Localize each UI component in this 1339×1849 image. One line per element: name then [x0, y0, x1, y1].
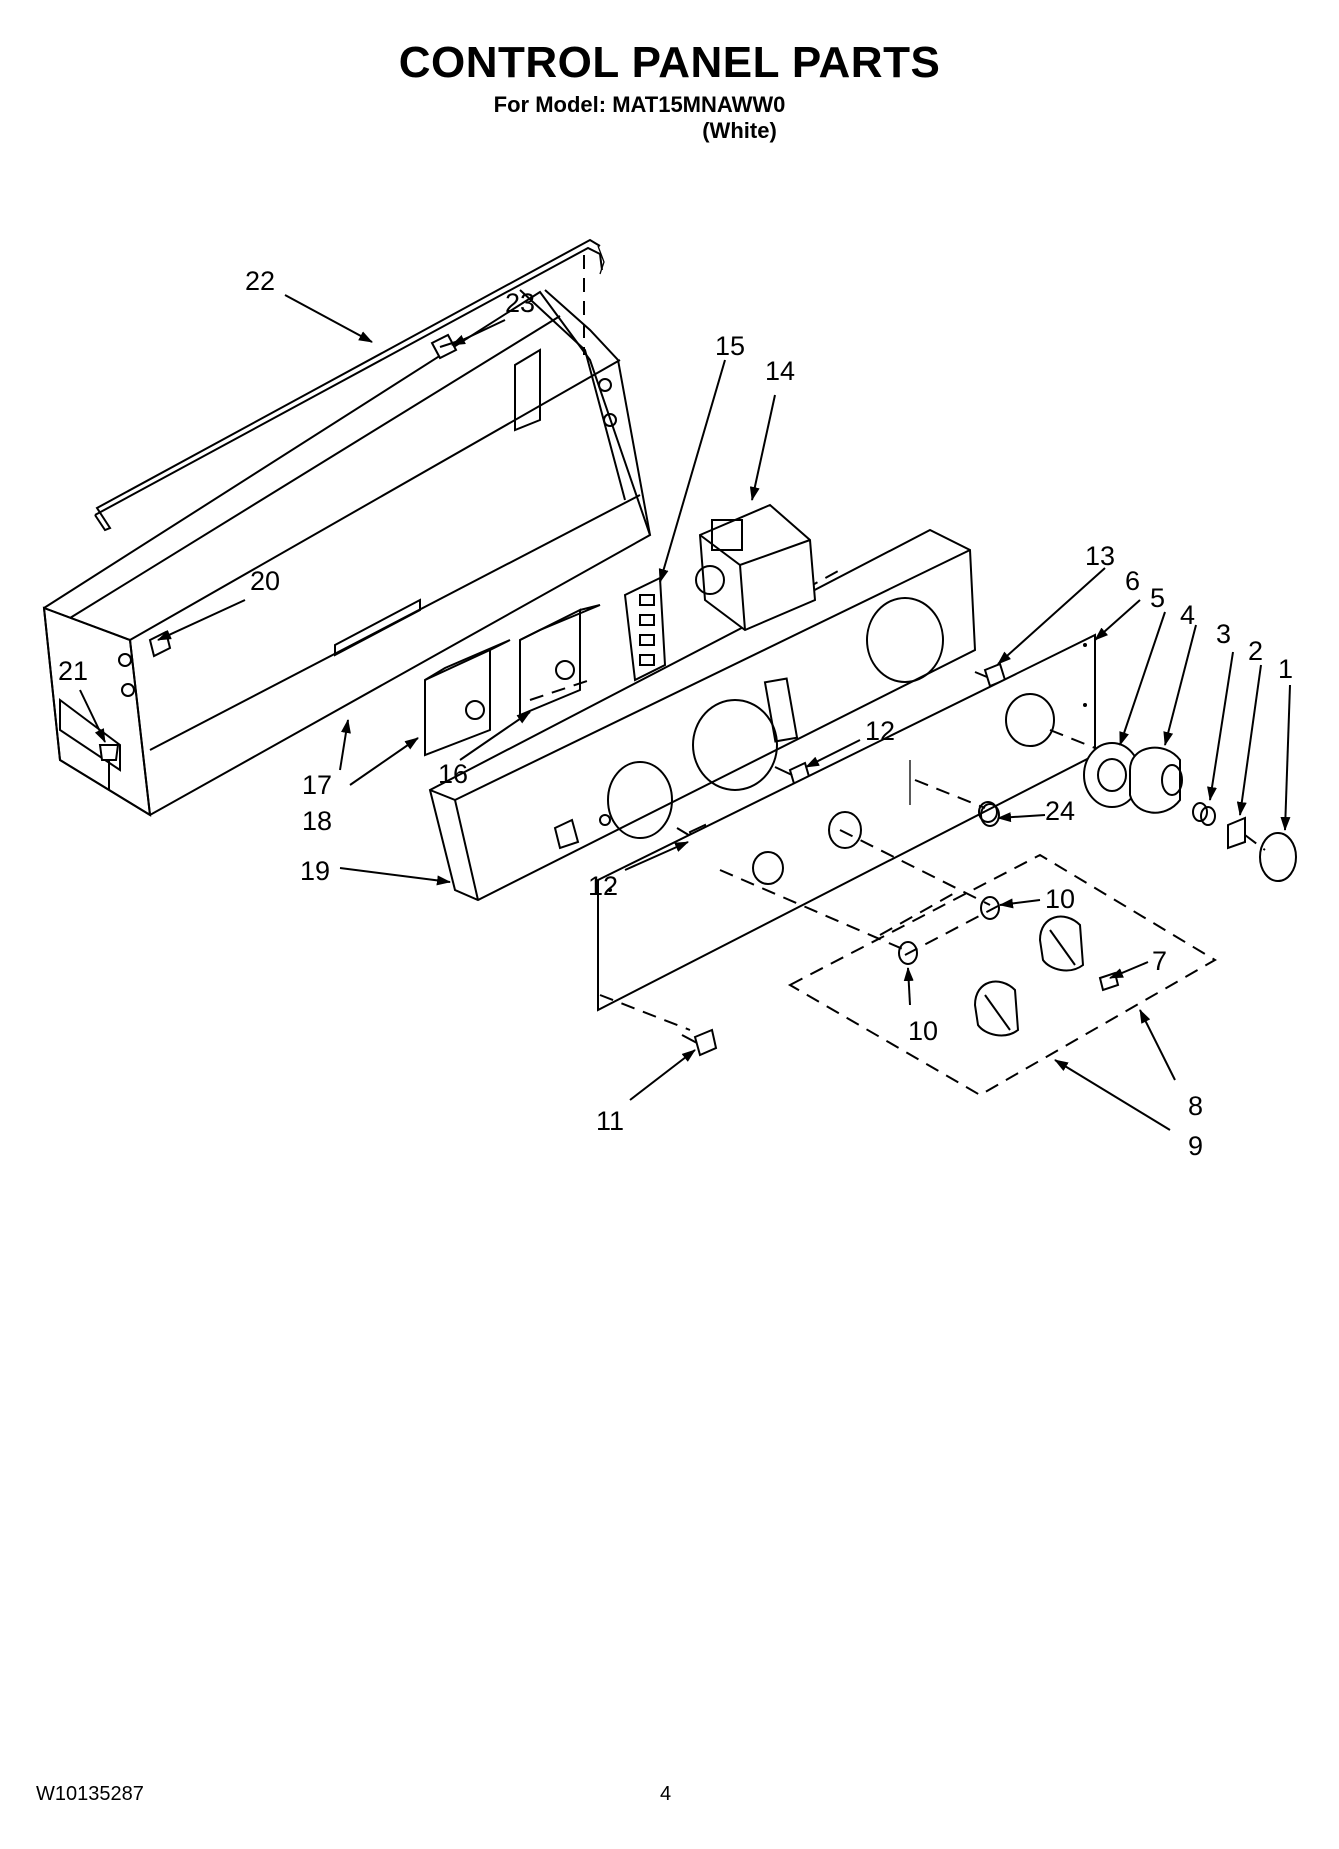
control-panel-bracket-part-19 [428, 528, 977, 902]
leader-lines [79, 294, 1291, 1131]
page-title: CONTROL PANEL PARTS [398, 38, 941, 87]
spring-part-3 [1192, 802, 1216, 826]
callout-20: 20 [250, 566, 280, 596]
callout-16: 16 [438, 759, 468, 789]
document-number: W10135287 [36, 1783, 144, 1805]
callout-13: 13 [1085, 541, 1115, 571]
callout-11: 11 [596, 1106, 624, 1136]
callout-1: 1 [1278, 654, 1293, 684]
callout-5: 5 [1150, 583, 1165, 613]
screw-part-21 [98, 744, 120, 790]
page-number: 4 [660, 1783, 672, 1805]
callout-2: 2 [1248, 636, 1263, 666]
callout-15: 15 [715, 331, 745, 361]
color-line: (White) [702, 118, 777, 143]
ring-part-1 [1244, 832, 1297, 882]
callout-labels: 1 2 3 4 5 6 7 8 9 10 10 11 12 12 13 14 1… [58, 266, 1293, 1161]
knob-kit-box-part-8 [879, 889, 1001, 956]
callout-3: 3 [1216, 619, 1231, 649]
knob-kit-box-part-9 [787, 853, 1217, 1097]
callout-22: 22 [245, 266, 275, 296]
model-line: For Model: MAT15MNAWW0 [493, 92, 786, 117]
screw-part-11 [681, 1028, 718, 1057]
callout-9: 9 [1188, 1131, 1203, 1161]
callout-10-lower: 10 [908, 1016, 938, 1046]
timer-knob-part-4 [1129, 746, 1183, 814]
terminal-block-part-15 [623, 576, 667, 682]
top-rod-part [94, 238, 605, 532]
callout-14: 14 [765, 356, 795, 386]
knob-part-lower [973, 980, 1020, 1037]
callout-18: 18 [302, 806, 332, 836]
callout-12-upper: 12 [865, 716, 895, 746]
switch-part-18 [424, 639, 591, 757]
plug-part-24 [914, 779, 998, 823]
timer-part-14 [695, 503, 817, 632]
knob-part-upper [1038, 915, 1085, 972]
callout-17: 17 [302, 770, 332, 800]
callout-19: 19 [300, 856, 330, 886]
console-frame-part [42, 255, 652, 817]
clip-part-2 [1227, 816, 1246, 850]
callout-7: 7 [1152, 946, 1167, 976]
callout-12-lower: 12 [588, 871, 618, 901]
callout-23: 23 [505, 288, 535, 318]
callout-10-upper: 10 [1045, 884, 1075, 914]
callout-6: 6 [1125, 566, 1140, 596]
callout-21: 21 [58, 656, 88, 686]
callout-4: 4 [1180, 600, 1195, 630]
callout-24: 24 [1045, 796, 1075, 826]
callout-8: 8 [1188, 1091, 1203, 1121]
